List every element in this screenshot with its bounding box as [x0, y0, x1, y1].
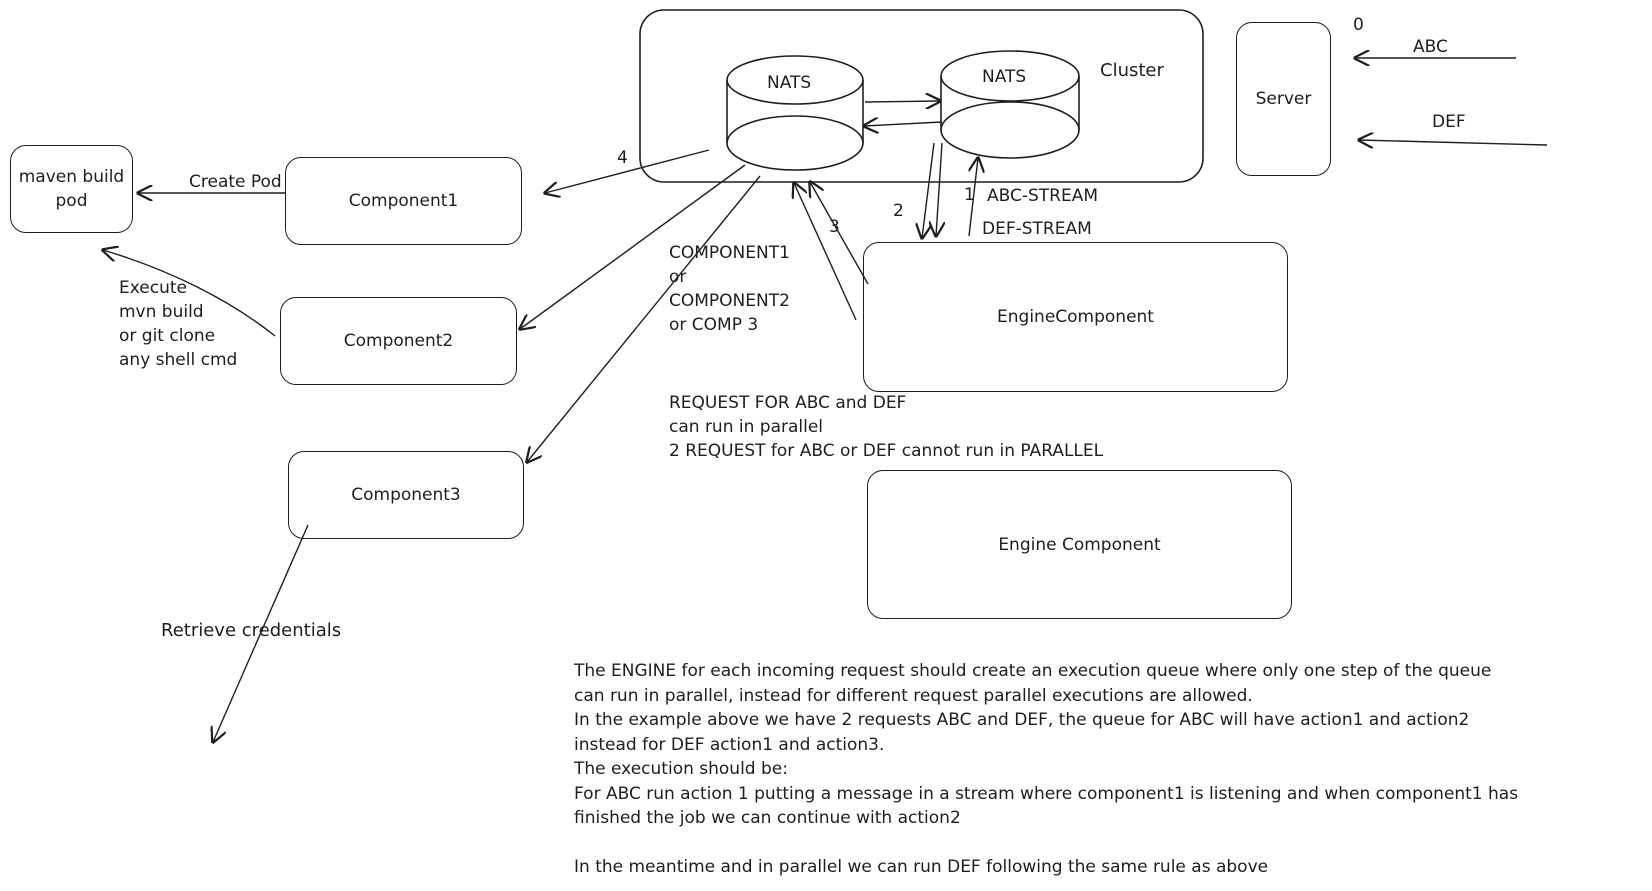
- step-0-label: 0: [1353, 15, 1364, 35]
- abc-stream-label: ABC-STREAM: [987, 186, 1099, 206]
- description-line: can run in parallel, instead for differe…: [574, 685, 1253, 706]
- execute-arrow: [103, 250, 276, 337]
- nats-to-nats-back-arrow: [864, 122, 943, 126]
- server-box: Server: [1236, 22, 1331, 176]
- nats-to-component3-arrow: [527, 175, 761, 462]
- engine-component-2-box: Engine Component: [867, 470, 1292, 619]
- nats-to-engine-arrow-a: [922, 142, 935, 238]
- def-stream-label: DEF-STREAM: [982, 219, 1092, 239]
- description-note: The ENGINE for each incoming request sho…: [574, 659, 1518, 880]
- engine-component-box: EngineComponent: [863, 242, 1288, 392]
- component2-box: Component2: [280, 297, 517, 385]
- nats-left-label: NATS: [767, 73, 812, 93]
- nats-right-cylinder: [940, 50, 1080, 159]
- description-line: The execution should be:: [574, 759, 788, 779]
- component2-label: Component2: [343, 331, 454, 351]
- retrieve-credentials-label: Retrieve credentials: [161, 620, 342, 641]
- create-pod-label: Create Pod: [189, 172, 282, 192]
- description-line: The ENGINE for each incoming request sho…: [574, 661, 1492, 681]
- nats-to-component2-arrow: [520, 164, 746, 329]
- step-2-label: 2: [893, 201, 904, 221]
- description-line: finished the job we can continue with ac…: [574, 808, 961, 828]
- nats-to-engine-arrow-b: [936, 142, 942, 236]
- component-choice-label: COMPONENT1 or COMPONENT2 or COMP 3: [669, 243, 790, 335]
- engine-component-2-label: Engine Component: [998, 534, 1161, 555]
- nats-left-cylinder: [726, 55, 864, 171]
- step-3-label: 3: [829, 217, 840, 237]
- request-note-label: REQUEST FOR ABC and DEF can run in paral…: [669, 393, 1104, 461]
- engine-to-stream-arrow: [968, 158, 978, 237]
- engine-to-nats-arrow-b: [810, 182, 869, 285]
- engine-component-label: EngineComponent: [997, 307, 1154, 327]
- retrieve-credentials-arrow: [213, 524, 309, 742]
- component1-label: Component1: [348, 191, 459, 211]
- component3-box: Component3: [288, 451, 524, 539]
- def-label: DEF: [1432, 112, 1466, 132]
- nats-to-nats-arrow: [864, 101, 940, 102]
- description-line: [574, 831, 1518, 856]
- execute-label: Execute mvn build or git clone any shell…: [119, 278, 238, 370]
- def-request-arrow: [1359, 140, 1548, 145]
- nats-to-component1-arrow: [545, 149, 710, 193]
- step-4-label: 4: [617, 148, 628, 168]
- description-line: For ABC run action 1 putting a message i…: [574, 783, 1519, 804]
- server-label: Server: [1255, 89, 1312, 109]
- nats-right-label: NATS: [982, 67, 1027, 87]
- step-1-label: 1: [964, 185, 975, 205]
- cluster-container: [639, 9, 1204, 183]
- cluster-label: Cluster: [1100, 60, 1164, 81]
- description-line: In the meantime and in parallel we can r…: [574, 857, 1269, 877]
- component3-label: Component3: [351, 485, 461, 505]
- abc-label: ABC: [1413, 37, 1448, 57]
- maven-build-pod-label: maven build pod: [18, 167, 125, 211]
- description-line: In the example above we have 2 requests …: [574, 710, 1470, 730]
- description-line: instead for DEF action1 and action3.: [574, 734, 885, 755]
- maven-build-pod-box: maven build pod: [10, 145, 133, 233]
- engine-to-nats-arrow-a: [794, 183, 857, 321]
- component1-box: Component1: [285, 157, 522, 245]
